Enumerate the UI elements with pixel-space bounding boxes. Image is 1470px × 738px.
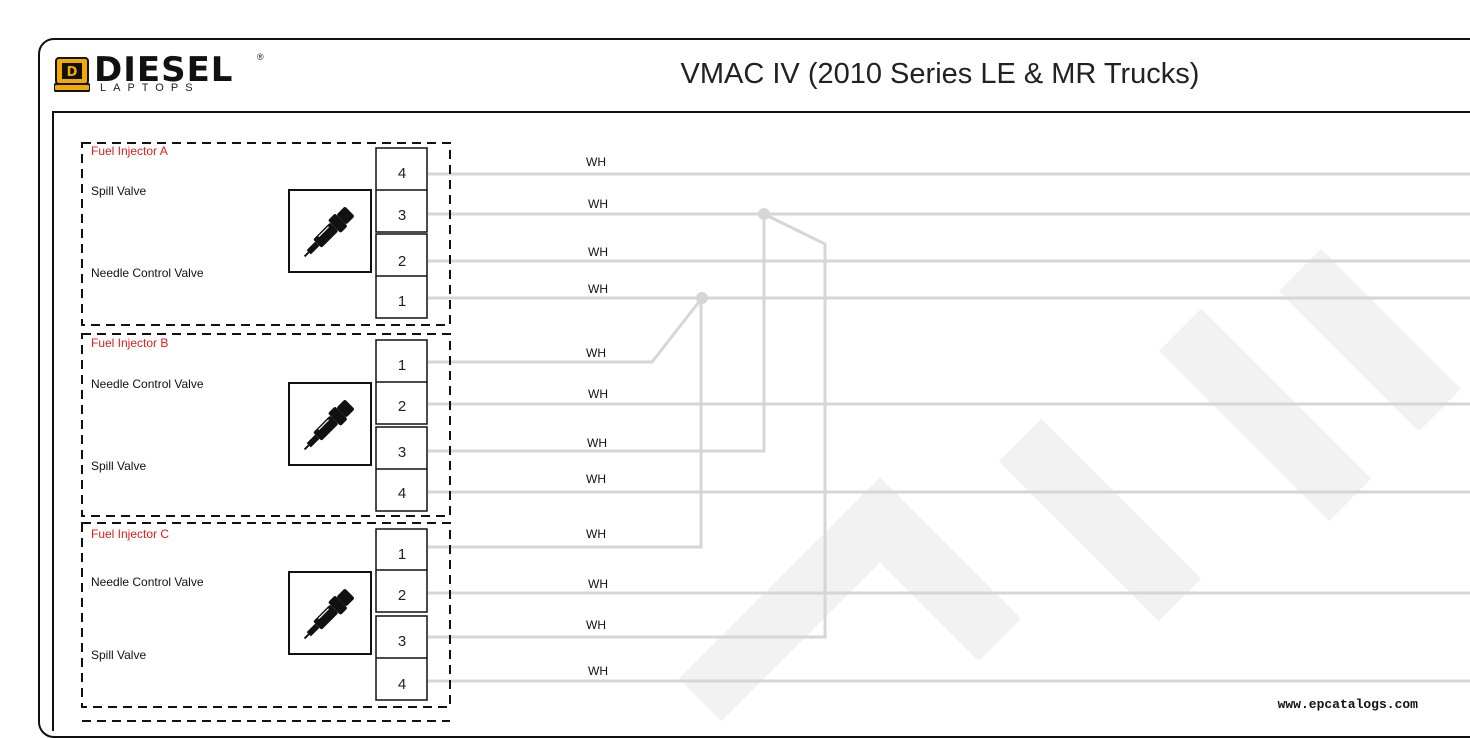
svg-text:D: D bbox=[67, 65, 78, 80]
pin-number: 2 bbox=[398, 587, 406, 604]
splice-dot bbox=[696, 292, 708, 304]
injector-b: Fuel Injector B Needle Control Valve Spi… bbox=[81, 333, 451, 517]
valve-label: Spill Valve bbox=[91, 459, 146, 473]
logo-sub-text: LAPTOPS bbox=[100, 82, 200, 94]
wire-label: WH bbox=[588, 245, 608, 259]
wire-b-1 bbox=[428, 297, 704, 364]
injector-title: Fuel Injector A bbox=[91, 144, 168, 158]
valve-label: Needle Control Valve bbox=[91, 575, 204, 589]
injector-title: Fuel Injector B bbox=[91, 336, 168, 350]
splice-dot bbox=[758, 208, 770, 220]
fuel-injector-icon bbox=[288, 571, 372, 655]
injector-a: Fuel Injector A Spill Valve Needle Contr… bbox=[81, 142, 451, 326]
pin-number: 3 bbox=[398, 633, 406, 650]
wire-c-1 bbox=[428, 298, 703, 549]
logo-brand-text: DIESEL bbox=[94, 50, 234, 90]
pin-number: 1 bbox=[398, 293, 406, 310]
wire-label: WH bbox=[588, 282, 608, 296]
pin-number: 2 bbox=[398, 253, 406, 270]
wire-label: WH bbox=[588, 197, 608, 211]
valve-label: Needle Control Valve bbox=[91, 377, 204, 391]
fuel-injector-icon bbox=[288, 382, 372, 466]
valve-label: Spill Valve bbox=[91, 184, 146, 198]
header-divider bbox=[52, 111, 1470, 113]
valve-label: Spill Valve bbox=[91, 648, 146, 662]
wires bbox=[428, 172, 1470, 683]
pin-number: 1 bbox=[398, 546, 406, 563]
pin-number: 4 bbox=[398, 485, 406, 502]
valve-label: Needle Control Valve bbox=[91, 266, 204, 280]
wire-b-3 bbox=[428, 214, 766, 453]
wire-label: WH bbox=[587, 436, 607, 450]
wire-label: WH bbox=[586, 346, 606, 360]
pin-number: 4 bbox=[398, 676, 406, 693]
injector-c: Fuel Injector C Needle Control Valve Spi… bbox=[81, 522, 451, 708]
wire-label: WH bbox=[588, 664, 608, 678]
page-title: VMAC IV (2010 Series LE & MR Trucks) bbox=[680, 58, 1200, 90]
wire-label: WH bbox=[586, 527, 606, 541]
injector-title: Fuel Injector C bbox=[91, 527, 169, 541]
pin-number: 2 bbox=[398, 398, 406, 415]
wire-label: WH bbox=[586, 155, 606, 169]
wire-c-3 bbox=[428, 212, 827, 639]
wire-label: WH bbox=[588, 577, 608, 591]
wire-label: WH bbox=[586, 618, 606, 632]
background-logo-watermark bbox=[678, 248, 1462, 722]
logo-registered-mark: ® bbox=[257, 52, 264, 62]
pin-number: 1 bbox=[398, 357, 406, 374]
wire-labels: WH WH WH WH WH WH WH WH WH WH WH WH bbox=[586, 155, 608, 678]
pin-number: 3 bbox=[398, 444, 406, 461]
wire-label: WH bbox=[586, 472, 606, 486]
diesel-laptops-logo: D DIESEL LAPTOPS ® bbox=[54, 50, 264, 98]
wiring-diagram: WH WH WH WH WH WH WH WH WH WH WH WH Fuel… bbox=[81, 142, 1470, 722]
inner-frame-left bbox=[52, 111, 54, 731]
site-watermark: www.epcatalogs.com bbox=[1277, 697, 1418, 712]
logo-mark-icon: D bbox=[54, 57, 90, 92]
wire-label: WH bbox=[588, 387, 608, 401]
pin-number: 4 bbox=[398, 165, 406, 182]
fuel-injector-icon bbox=[288, 189, 372, 273]
pin-number: 3 bbox=[398, 207, 406, 224]
